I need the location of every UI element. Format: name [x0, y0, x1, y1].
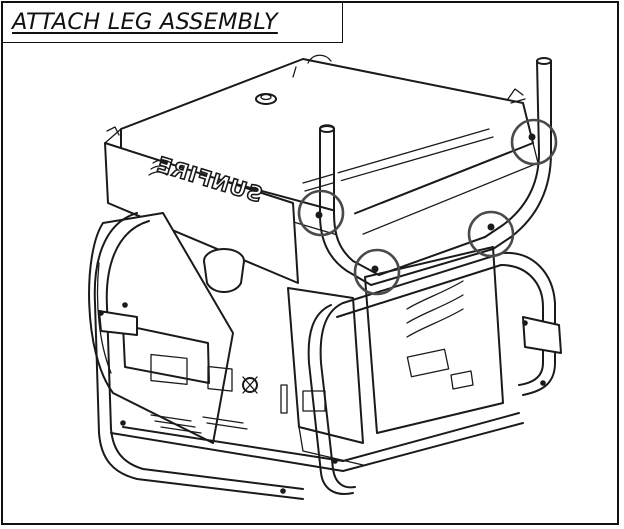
circle-highlight-icon — [510, 118, 558, 166]
generator-body — [88, 212, 504, 466]
bolt-icon — [522, 320, 528, 326]
bolt-icon — [332, 458, 338, 464]
bolt-icon — [122, 302, 128, 308]
bolt-icon — [280, 488, 286, 494]
title-box: ATTACH LEG ASSEMBLY — [3, 3, 343, 43]
highlight-circles — [297, 118, 558, 296]
bolt-icon — [120, 420, 126, 426]
bolt-icon — [98, 310, 104, 316]
circle-highlight-icon — [467, 210, 515, 258]
circle-highlight-icon — [353, 248, 401, 296]
bolt-icon — [528, 133, 536, 141]
bolt-icon — [540, 380, 546, 386]
circle-highlight-icon — [297, 189, 345, 237]
page-title: ATTACH LEG ASSEMBLY — [12, 9, 278, 35]
bolts — [98, 133, 546, 494]
bolt-icon — [371, 265, 379, 273]
bolt-icon — [315, 211, 323, 219]
bolt-icon — [487, 223, 495, 231]
frame — [93, 212, 562, 500]
generator-leg-diagram: SUNFIRE — [88, 54, 562, 500]
